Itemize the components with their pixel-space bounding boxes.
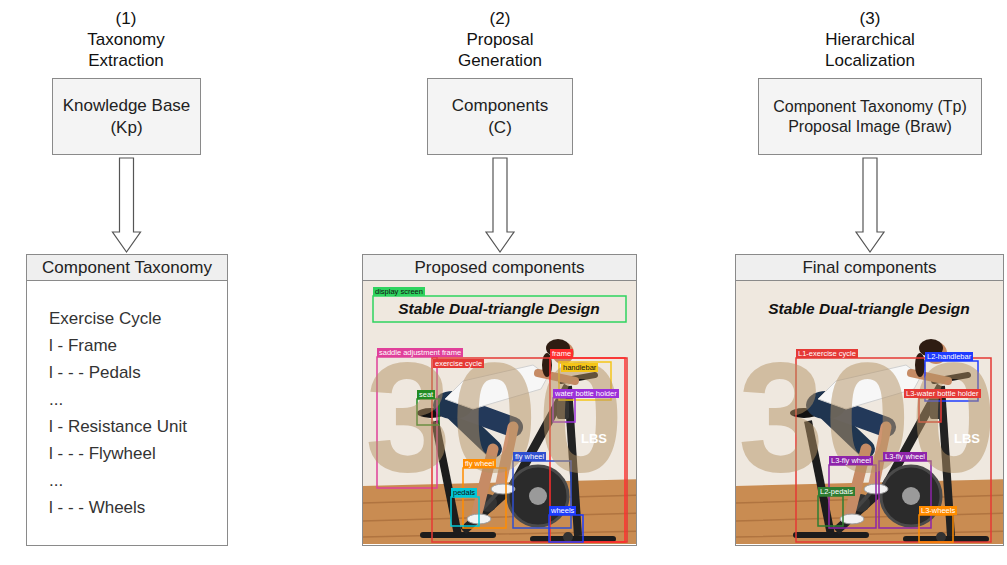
flow-arrow <box>113 158 141 252</box>
taxonomy-item: l - Frame <box>27 332 227 359</box>
taxonomy-item: l - - - Flywheel <box>27 440 227 467</box>
step-title: Proposal Generation <box>435 29 565 71</box>
panel-heading: Proposed components <box>363 255 636 281</box>
detection-tag: water bottle holder <box>553 389 619 398</box>
taxonomy-item: l - - - Pedals <box>27 359 227 386</box>
detection-tag: exercise cycle <box>433 359 484 368</box>
detection-tag: L2-handlebar <box>925 352 973 361</box>
taxonomy-item: ... <box>27 467 227 494</box>
step-number: (2) <box>460 8 540 29</box>
watermark-text: 300 <box>738 340 997 495</box>
detection-tag: L3-wheels <box>919 506 957 515</box>
flow-arrow <box>486 158 514 252</box>
detection-tag: L3-fly wheel <box>883 452 927 461</box>
detection-tag: wheels <box>549 506 576 515</box>
box-text: Components (C) <box>450 95 550 138</box>
detection-tag: display screen <box>373 287 425 296</box>
taxonomy-item: Exercise Cycle <box>27 305 227 332</box>
detection-tag: fly wheel <box>463 459 496 468</box>
watermark-text: LBS <box>581 431 607 446</box>
detection-tag: handlebar <box>561 363 598 372</box>
step-title: Taxonomy Extraction <box>61 29 191 71</box>
box-text: Knowledge Base (Kp) <box>61 95 192 138</box>
panel-box: Component TaxonomyExercise Cyclel - Fram… <box>26 254 228 546</box>
taxonomy-item: l - - - Wheels <box>27 494 227 521</box>
detection-tag: L3-fly wheel <box>829 456 873 465</box>
image-title: Stable Dual-triangle Design <box>768 299 970 318</box>
process-box: Knowledge Base (Kp) <box>52 78 201 155</box>
taxonomy-item: ... <box>27 386 227 413</box>
detection-tag: saddle adjustment frame <box>377 348 463 357</box>
process-box: Components (C) <box>427 78 573 155</box>
box-text: Component Taxonomy (Tp) <box>773 97 967 117</box>
detection-tag: L1-exercise cycle <box>796 349 858 358</box>
detection-tag: pedals <box>451 488 477 497</box>
detection-tag: L3-water bottle holder <box>904 389 981 398</box>
image-title: Stable Dual-triangle Design <box>398 299 600 318</box>
panel-heading: Final components <box>736 255 1003 281</box>
panel-heading: Component Taxonomy <box>27 255 227 281</box>
watermark-text: LBS <box>954 431 980 446</box>
step-number: (1) <box>86 8 166 29</box>
detection-tag: frame <box>550 349 573 358</box>
step-number: (3) <box>830 8 910 29</box>
detection-tag: fly wheel <box>513 452 546 461</box>
step-title: Hierarchical Localization <box>805 29 935 71</box>
taxonomy-item: l - Resistance Unit <box>27 413 227 440</box>
box-text: Proposal Image (Braw) <box>788 117 952 137</box>
detection-tag: L2-pedals <box>818 487 855 496</box>
detection-tag: seat <box>417 390 435 399</box>
flow-arrow <box>856 158 884 252</box>
process-box: Component Taxonomy (Tp)Proposal Image (B… <box>758 78 982 155</box>
